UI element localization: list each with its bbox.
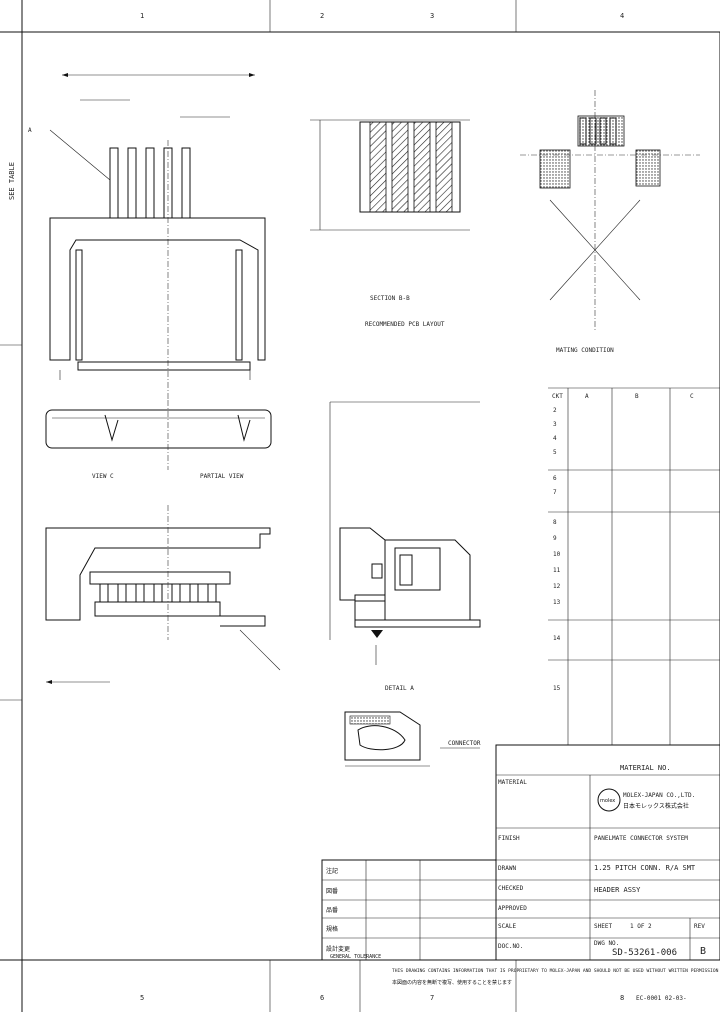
table-header: CKT — [552, 393, 563, 400]
table-cell: 11 — [553, 567, 561, 574]
title-line-1: 1.25 PITCH CONN. R/A SMT — [594, 864, 696, 872]
checked-label: CHECKED — [498, 885, 524, 892]
revision-note-label: 設計変更 — [326, 945, 350, 953]
table-cell: 14 — [553, 635, 561, 642]
zone-label: 5 — [140, 994, 144, 1002]
table-cell: 9 — [553, 535, 557, 542]
table-cell: 3 — [553, 421, 557, 428]
table-rows: 2 3 4 5 6 7 8 9 10 11 12 13 14 15 — [553, 407, 561, 692]
footer-line-2: 本図面の内容を無断で複写、使用することを禁じます — [392, 979, 512, 986]
footer-note: THIS DRAWING CONTAINS INFORMATION THAT I… — [392, 968, 719, 1002]
cad-reference: EC-0001 02-03- — [636, 995, 687, 1002]
revision-note-label: 品番 — [326, 907, 338, 914]
drawn-label: DRAWN — [498, 865, 516, 872]
table-cell: 15 — [553, 685, 561, 692]
table-cell: 13 — [553, 599, 561, 606]
revision-block: 注記 図番 品番 規格 設計変更 GENERAL TOLERANCE — [321, 859, 497, 961]
title-block: MATERIAL FINISH DRAWN CHECKED APPROVED S… — [495, 744, 720, 961]
revision-label: REV — [694, 923, 705, 930]
zone-label: 3 — [430, 12, 434, 20]
table-cell: 7 — [553, 489, 557, 496]
zone-label: 7 — [430, 994, 434, 1002]
zone-label: 8 — [620, 994, 624, 1002]
side-section-view — [45, 505, 281, 684]
zone-label: 2 — [320, 12, 324, 20]
table-footer: MATERIAL NO. — [620, 764, 671, 772]
drawing-number: SD-53261-006 — [612, 948, 677, 958]
zone-labels-top: 1 2 3 4 5 6 7 8 — [140, 12, 624, 1002]
table-cell: 4 — [553, 435, 557, 442]
company-name-en: MOLEX-JAPAN CO.,LTD. — [623, 792, 695, 799]
footer-line-1: THIS DRAWING CONTAINS INFORMATION THAT I… — [392, 968, 719, 974]
company-logo — [597, 788, 621, 812]
table-cell: 10 — [553, 551, 561, 558]
general-tolerance: GENERAL TOLERANCE — [330, 954, 381, 960]
view-label: CONNECTOR — [448, 740, 481, 747]
view-label: PARTIAL VIEW — [200, 473, 244, 480]
material-label: MATERIAL — [498, 779, 527, 786]
bottom-view: VIEW C PARTIAL VIEW — [45, 400, 272, 480]
sheet-label: SHEET — [594, 923, 612, 930]
drawing-label: DWG NO. — [594, 940, 619, 947]
zone-label: 4 — [620, 12, 624, 20]
detail-small-view: CONNECTOR — [344, 711, 481, 767]
revision-note-label: 規格 — [326, 925, 338, 933]
company-name-jp: 日本モレックス株式会社 — [623, 802, 689, 810]
table-header: B — [635, 393, 639, 400]
scale-label: SCALE — [498, 923, 516, 930]
view-label: DETAIL A — [385, 685, 414, 692]
title-line-2: HEADER ASSY — [594, 886, 641, 894]
view-label: MATING CONDITION — [556, 347, 614, 354]
revision-note-label: 注記 — [326, 867, 338, 875]
table-cell: 8 — [553, 519, 557, 526]
zone-label: 6 — [320, 994, 324, 1002]
table-cell: 2 — [553, 407, 557, 414]
series-title: PANELMATE CONNECTOR SYSTEM — [594, 835, 688, 842]
doc-label: DOC.NO. — [498, 943, 523, 950]
approved-label: APPROVED — [498, 905, 527, 912]
logo-text: molex — [600, 798, 615, 804]
side-margin-note: SEE TABLE — [8, 162, 16, 200]
section-hatched-view: SECTION B-B RECOMMENDED PCB LAYOUT — [310, 119, 470, 328]
finish-label: FINISH — [498, 835, 520, 842]
zone-label: 1 — [140, 12, 144, 20]
view-label: SECTION B-B — [370, 295, 410, 302]
pcb-detail-view: MATING CONDITION — [520, 90, 700, 354]
sheet-value: 1 OF 2 — [630, 923, 652, 930]
table-header: C — [690, 393, 694, 400]
front-view: A — [28, 73, 266, 400]
view-label: VIEW C — [92, 473, 114, 480]
table-cell: 6 — [553, 475, 557, 482]
table-cell: 12 — [553, 583, 561, 590]
view-label: RECOMMENDED PCB LAYOUT — [365, 321, 445, 328]
revision-value: B — [700, 946, 706, 957]
center-section-view: DETAIL A — [329, 401, 481, 692]
revision-note-label: 図番 — [326, 888, 338, 895]
dimension-table: CKT A B C 2 3 4 5 6 7 8 9 10 11 12 13 14… — [548, 387, 720, 772]
table-header: A — [585, 393, 589, 400]
svg-text:A: A — [28, 127, 32, 134]
table-cell: 5 — [553, 449, 557, 456]
